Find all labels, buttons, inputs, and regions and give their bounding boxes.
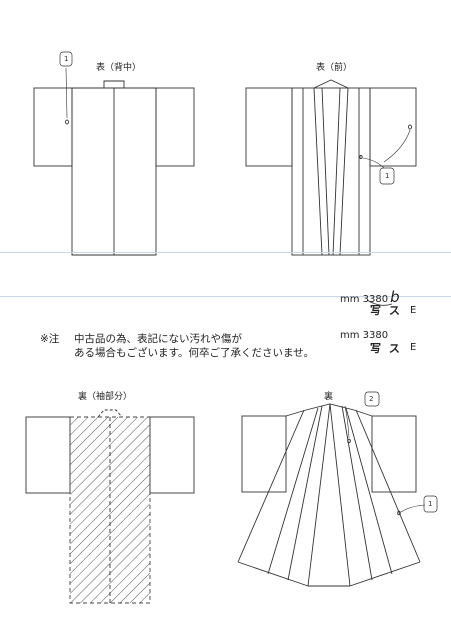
collar [97, 409, 123, 418]
kimono-front-view [245, 79, 417, 256]
stain-mark-1 [347, 438, 351, 444]
stain-mark-2 [359, 155, 363, 159]
mark-number-lining-top: 2 [369, 395, 374, 403]
outer-right [355, 409, 421, 563]
mark-box-back [59, 51, 73, 67]
grade-2: E [410, 342, 417, 353]
mark-leader-2 [362, 157, 385, 169]
mark-leader-2 [400, 504, 426, 513]
kimono-lining-sleeve-view [25, 409, 195, 604]
code-suffix: b [390, 288, 400, 306]
inner-left [307, 403, 331, 587]
notice-line-2: ある場合もございます。何卒ご了承くださいませ。 [74, 347, 315, 359]
stain-mark [65, 119, 69, 125]
panel-left-2 [287, 405, 323, 581]
mark-leader [65, 67, 68, 119]
collar-right-outer [339, 87, 349, 256]
left-sleeve [245, 87, 293, 167]
grade-1: E [410, 305, 417, 316]
panel-left-1 [267, 407, 319, 575]
left-sleeve [241, 415, 287, 493]
right-sleeve [155, 87, 195, 167]
label-front-front: 表（前） [316, 63, 353, 73]
guide-line-1 [0, 252, 451, 253]
mark-number-lining-right: 1 [428, 500, 433, 508]
front-body [291, 87, 371, 256]
photo-mark-2: 写 ス [370, 342, 402, 355]
label-lining: 裏 [324, 392, 334, 402]
notice-prefix: ※注 [40, 333, 60, 345]
mark-leader-1 [383, 129, 411, 163]
panel-right-2 [345, 407, 393, 575]
label-lining-sleeve: 裏（袖部分） [78, 392, 133, 402]
panel-right-1 [341, 405, 373, 581]
product-code-2: mm 3380 [340, 330, 389, 341]
mark-box-lining-right [423, 495, 438, 513]
kimono-back-view [33, 67, 195, 256]
mark-box-front [379, 167, 395, 185]
mark-box-lining-top [364, 391, 380, 407]
handwritten-marks [59, 51, 438, 513]
right-sleeve [371, 415, 417, 493]
circle-scribble [366, 299, 393, 306]
label-front-back: 表（背中） [96, 63, 142, 73]
left-sleeve [33, 87, 73, 167]
stain-mark-2 [397, 510, 401, 516]
hem-left [237, 561, 309, 587]
inner-right [329, 403, 351, 587]
right-sleeve [369, 87, 417, 167]
stain-mark-1 [408, 124, 412, 130]
mark-number-front: 1 [385, 172, 390, 180]
collar-left-inner [321, 87, 330, 256]
collar-top [313, 79, 349, 89]
hem-right [349, 561, 421, 587]
mark-number-back: 1 [64, 55, 69, 63]
kimono-lining-view [237, 403, 426, 587]
collar-left-outer [313, 87, 323, 256]
notice-line-1: 中古品の為、表記にない汚れや傷が [74, 333, 242, 345]
photo-mark-1: 写 ス [370, 304, 402, 317]
collar-right-inner [332, 87, 341, 256]
outer-left [237, 409, 305, 563]
right-sleeve [149, 416, 195, 494]
guide-line-2 [0, 296, 451, 297]
left-sleeve [25, 416, 71, 494]
mark-leader-1 [344, 405, 350, 439]
